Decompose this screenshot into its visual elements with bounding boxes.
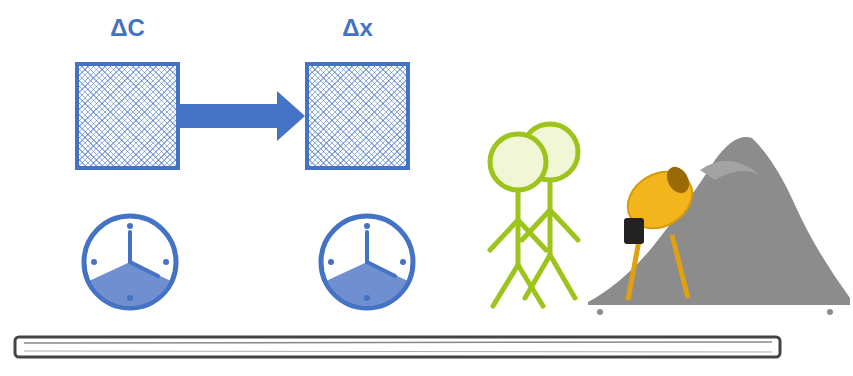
cement-grain [597,309,603,315]
bar-line [24,342,772,343]
block-arrow [180,91,305,141]
pile-highlight [700,161,760,180]
mixer-leg [628,235,640,300]
bar-line [24,351,772,352]
clock-wedge [90,262,170,306]
figure-head [490,134,546,190]
cement-mixer [618,160,703,300]
clock-tick [127,223,133,229]
mixer-motor [624,218,644,244]
figure-arm [490,220,518,250]
ground-bar [15,337,780,357]
clock-tick [127,295,133,301]
figure-body [548,180,553,255]
figure-leg [550,255,575,298]
box-heading: ΔC [49,14,206,42]
clock-icon [84,216,176,308]
mixer-opening [662,163,693,197]
hatched-box: Δx [305,62,410,170]
clock-face [84,216,176,308]
figure-leg [525,255,550,298]
figure-leg [493,265,518,306]
figure-arm [522,210,550,240]
hatched-box: ΔC [75,62,180,170]
stick-figure [490,134,546,306]
clock-hand [128,232,132,262]
mixer-leg [672,235,688,298]
connector-layer [180,91,305,141]
figure-arm [518,220,546,250]
cement-pile [588,137,850,305]
figure-arm [550,210,578,240]
box-heading: Δx [279,14,436,42]
clock-hand [130,262,158,276]
clock-icon [321,216,413,308]
clock-tick [163,259,169,265]
cement-grain [827,309,833,315]
clock-tick [91,259,97,265]
figure-body [516,190,521,265]
figure-leg [518,265,543,306]
